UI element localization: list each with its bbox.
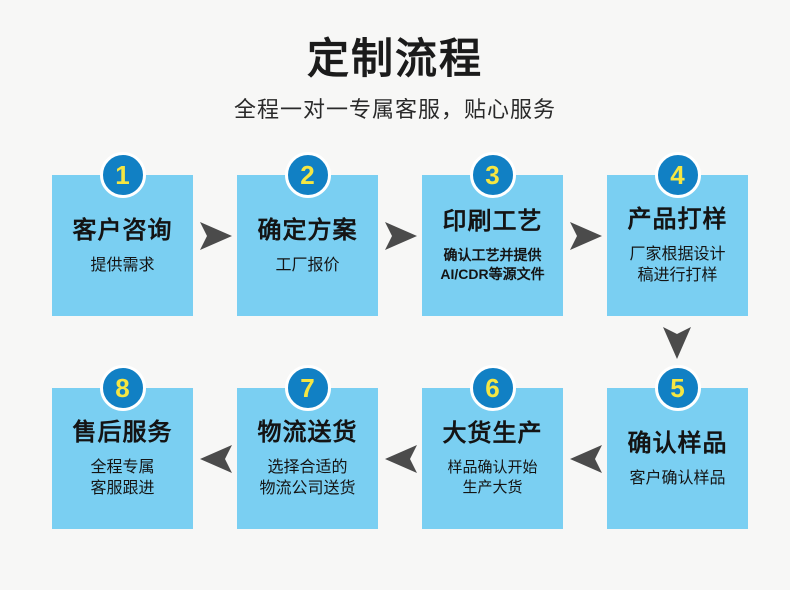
step-desc-line: 工厂报价 — [275, 256, 340, 274]
step-desc-2: 工厂报价 — [275, 255, 339, 276]
step-desc-8: 全程专属 客服跟进 — [90, 457, 154, 499]
flow-step-8: 8 售后服务 全程专属 客服跟进 — [52, 365, 193, 529]
step-badge-1: 1 — [99, 152, 146, 198]
step-desc-line: 客户确认样品 — [629, 469, 726, 487]
step-badge-8: 8 — [99, 365, 146, 411]
arrow-2-to-3-icon — [381, 218, 421, 254]
step-desc-line: 选择合适的 — [267, 459, 348, 476]
arrow-4-to-5-icon — [659, 323, 695, 363]
arrow-7-to-8-icon — [196, 441, 236, 477]
step-badge-5: 5 — [654, 365, 701, 411]
arrow-5-to-6-icon — [566, 441, 606, 477]
step-heading-8: 售后服务 — [72, 419, 173, 446]
step-desc-6: 样品确认开始 生产大货 — [447, 458, 537, 498]
step-desc-7: 选择合适的 物流公司送货 — [259, 457, 355, 499]
step-heading-7: 物流送货 — [257, 419, 358, 446]
step-heading-4: 产品打样 — [627, 206, 728, 233]
step-desc-5: 客户确认样品 — [629, 468, 725, 489]
flow-step-4: 4 产品打样 厂家根据设计 稿进行打样 — [607, 152, 748, 316]
step-desc-4: 厂家根据设计 稿进行打样 — [629, 244, 725, 286]
flow-step-2: 2 确定方案 工厂报价 — [237, 152, 378, 316]
step-desc-line: 厂家根据设计 — [629, 246, 726, 263]
flow-step-5: 5 确认样品 客户确认样品 — [607, 365, 748, 529]
flow-step-1: 1 客户咨询 提供需求 — [52, 152, 193, 316]
step-desc-line: 稿进行打样 — [637, 267, 718, 284]
flow-step-3: 3 印刷工艺 确认工艺并提供 AI/CDR等源文件 — [422, 152, 563, 316]
step-desc-line: 物流公司送货 — [259, 480, 356, 497]
step-desc-1: 提供需求 — [90, 255, 154, 276]
step-badge-7: 7 — [284, 365, 331, 411]
step-desc-line: 全程专属 — [90, 459, 155, 476]
step-badge-2: 2 — [284, 152, 331, 198]
flow-step-6: 6 大货生产 样品确认开始 生产大货 — [422, 365, 563, 529]
step-desc-line: AI/CDR等源文件 — [440, 266, 545, 282]
page-title: 定制流程 — [306, 35, 483, 82]
step-desc-line: 提供需求 — [90, 256, 155, 274]
step-heading-5: 确认样品 — [627, 429, 728, 457]
arrow-6-to-7-icon — [381, 441, 421, 477]
step-desc-line: 样品确认开始 — [447, 459, 538, 476]
step-heading-6: 大货生产 — [442, 420, 543, 447]
page-subtitle: 全程一对一专属客服，贴心服务 — [233, 97, 556, 122]
step-heading-3: 印刷工艺 — [442, 208, 543, 235]
arrow-3-to-4-icon — [566, 218, 606, 254]
step-heading-2: 确定方案 — [257, 216, 358, 244]
step-desc-line: 客服跟进 — [90, 480, 155, 497]
step-badge-3: 3 — [469, 152, 516, 198]
step-desc-line: 生产大货 — [462, 479, 523, 496]
step-desc-line: 确认工艺并提供 — [443, 247, 542, 263]
step-badge-4: 4 — [654, 152, 701, 198]
flow-step-7: 7 物流送货 选择合适的 物流公司送货 — [237, 365, 378, 529]
step-desc-3: 确认工艺并提供 AI/CDR等源文件 — [440, 246, 544, 284]
step-heading-1: 客户咨询 — [72, 216, 173, 244]
header: 定制流程 全程一对一专属客服，贴心服务 — [0, 0, 790, 124]
step-badge-6: 6 — [469, 365, 516, 411]
arrow-1-to-2-icon — [196, 218, 236, 254]
